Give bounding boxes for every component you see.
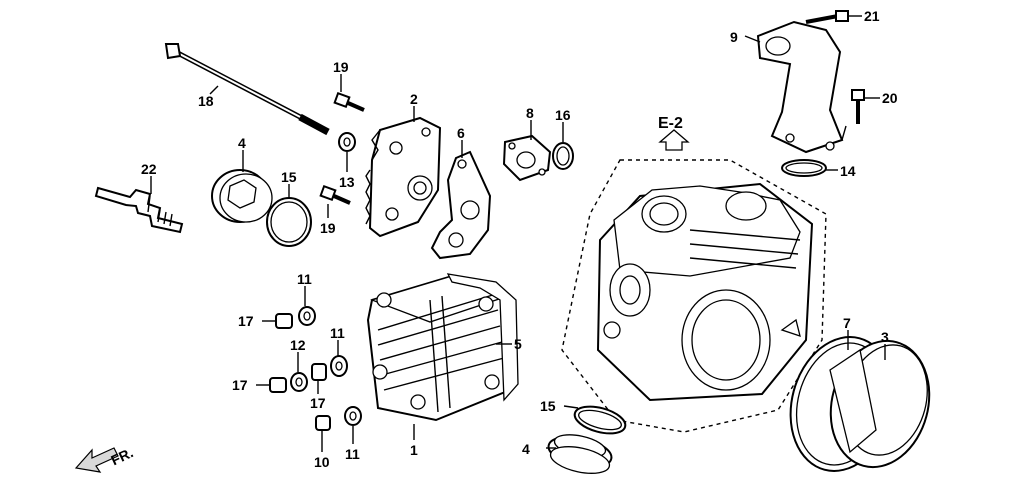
callout-6: 6 xyxy=(457,125,465,141)
hex-cap-part-4-upper xyxy=(211,169,273,223)
callout-14: 14 xyxy=(840,163,856,179)
washer-part-11-c xyxy=(344,406,362,426)
nut-part-17-c xyxy=(311,363,327,381)
o-ring-part-15-lower xyxy=(573,405,627,435)
bolt-part-21 xyxy=(805,10,849,24)
o-ring-part-16 xyxy=(552,142,574,170)
cover-gasket-part-5 xyxy=(446,273,519,402)
callout-3: 3 xyxy=(881,329,889,345)
callout-20: 20 xyxy=(882,90,898,106)
callout-11-b: 11 xyxy=(330,325,345,341)
spark-plug-part-22 xyxy=(94,186,184,234)
callout-17-b: 17 xyxy=(232,377,248,393)
nut-part-10 xyxy=(315,415,331,431)
nut-part-17-b xyxy=(269,377,287,393)
callout-19-upper: 19 xyxy=(333,59,349,75)
flange-gasket-part-8 xyxy=(502,134,552,182)
bolt-part-19-upper xyxy=(333,91,365,112)
callout-17-c: 17 xyxy=(310,395,326,411)
washer-part-12 xyxy=(290,372,308,392)
callout-5: 5 xyxy=(514,336,522,352)
callout-7: 7 xyxy=(843,315,851,331)
e2-reference-arrow xyxy=(658,129,690,151)
callout-4-upper: 4 xyxy=(238,135,246,151)
callout-12: 12 xyxy=(290,337,306,353)
o-ring-part-14 xyxy=(781,159,827,177)
o-ring-part-15-upper xyxy=(266,197,312,247)
nut-part-17-a xyxy=(275,313,293,329)
callout-4-lower: 4 xyxy=(522,441,530,457)
callout-22: 22 xyxy=(141,161,157,177)
callout-8: 8 xyxy=(526,105,534,121)
callout-11-c: 11 xyxy=(345,446,360,462)
washer-part-11-a xyxy=(298,306,316,326)
callout-19-lower: 19 xyxy=(320,220,336,236)
callout-21: 21 xyxy=(864,8,880,24)
callout-1-cover: 1 xyxy=(410,442,418,458)
gasket-part-6 xyxy=(430,150,492,260)
bolt-part-19-lower xyxy=(319,184,351,205)
camshaft-holder-part-2 xyxy=(365,116,442,238)
callout-15-upper: 15 xyxy=(281,169,297,185)
washer-part-13 xyxy=(338,132,356,152)
leader-lines xyxy=(150,15,886,452)
callout-1: 2 xyxy=(410,91,418,107)
callout-15-lower: 15 xyxy=(540,398,556,414)
cylinder-head-assembly xyxy=(561,159,827,433)
stud-bolt-part-18 xyxy=(164,43,330,136)
callout-13: 13 xyxy=(339,174,355,190)
callout-11-a: 11 xyxy=(297,271,312,287)
front-arrow-icon xyxy=(74,447,119,473)
front-label: FR. xyxy=(108,444,135,468)
callout-17-a: 17 xyxy=(238,313,254,329)
side-cover-part-3 xyxy=(829,339,931,469)
callout-16: 16 xyxy=(555,107,571,123)
head-cover-part-1 xyxy=(366,274,512,422)
bolt-part-20 xyxy=(851,89,865,124)
callout-9: 9 xyxy=(730,29,738,45)
intake-pipe-part-9 xyxy=(756,20,847,154)
reference-label-e2: E-2 xyxy=(658,115,683,132)
callout-10: 10 xyxy=(314,454,330,470)
callout-18: 18 xyxy=(198,93,214,109)
cap-part-4-lower xyxy=(547,434,613,474)
washer-part-11-b xyxy=(330,355,348,377)
